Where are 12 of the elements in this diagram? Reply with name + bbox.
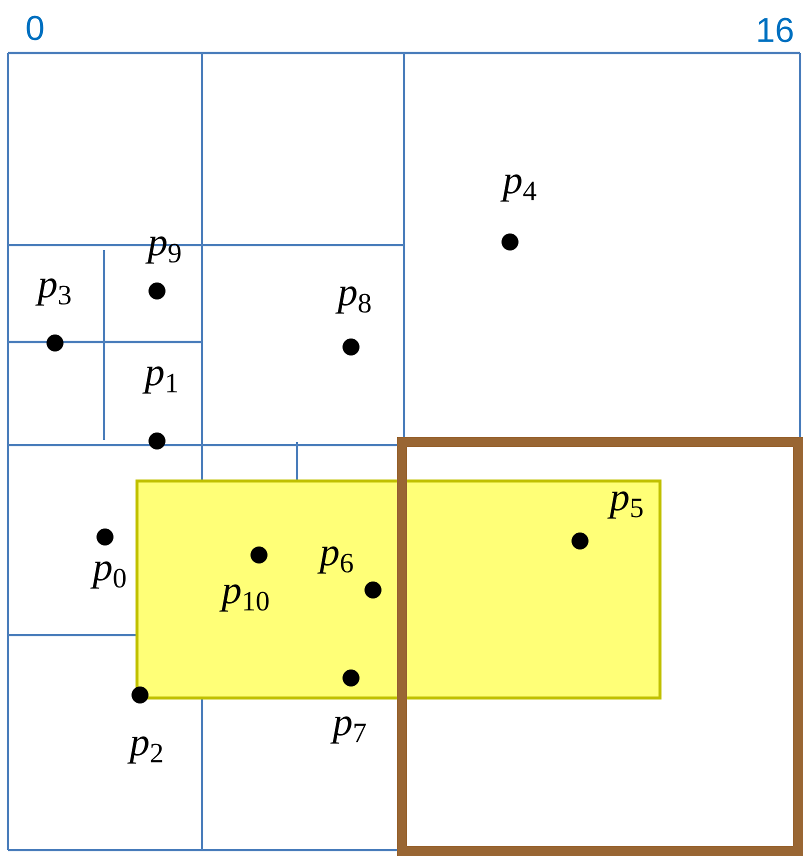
point-label: p$_{10}$ [219, 584, 269, 612]
point-label: p$_{7}$ [330, 716, 366, 744]
point-label: p$_{5}$ [607, 491, 643, 519]
point-label: p$_{3}$ [35, 278, 71, 306]
point-label: p$_{1}$ [142, 366, 177, 394]
point-label: p$_{4}$ [500, 174, 536, 202]
axis-label: 0 [26, 16, 44, 40]
point-label: p$_{6}$ [317, 546, 353, 574]
point-label: p$_{0}$ [90, 561, 126, 589]
axis-label: 16 [758, 18, 793, 42]
point-label: p$_{8}$ [335, 286, 371, 314]
point-label: p$_{2}$ [127, 736, 162, 764]
